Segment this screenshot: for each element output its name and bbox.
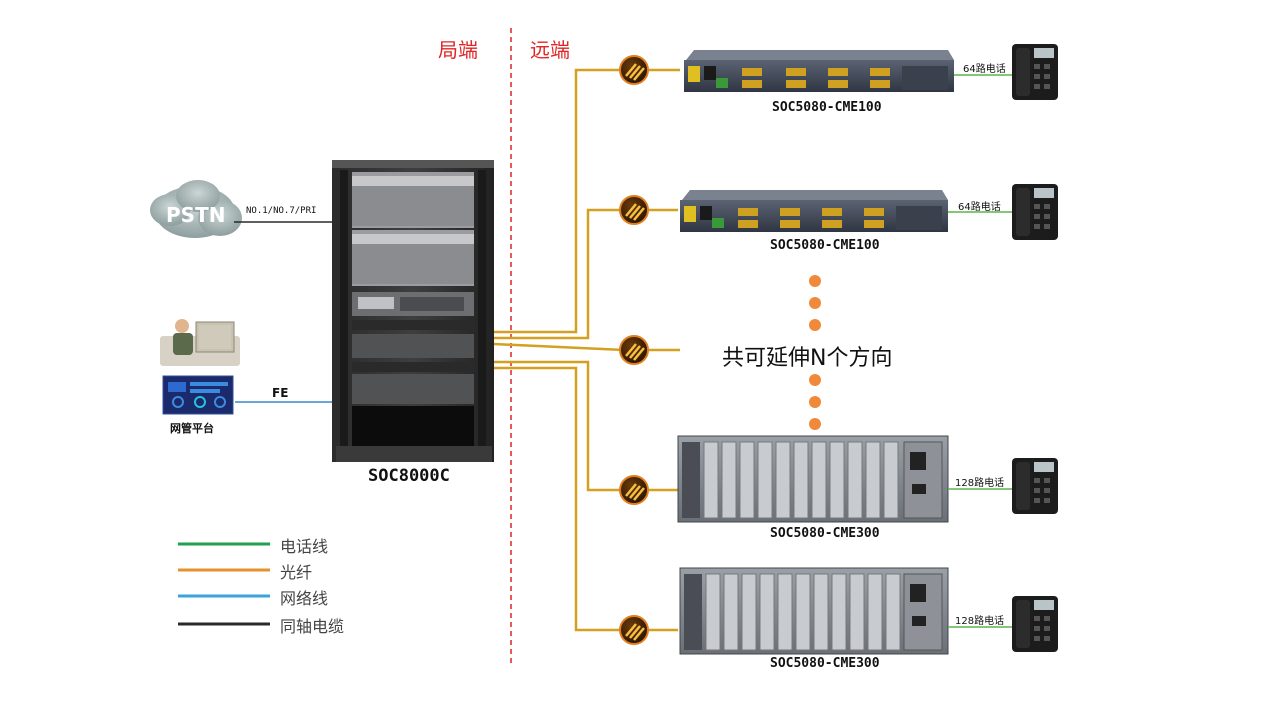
nms-label: 网管平台 bbox=[170, 422, 214, 435]
rack-label: SOC8000C bbox=[368, 466, 450, 486]
telephone-icon bbox=[1012, 596, 1058, 652]
legend-item-phone-line: 电话线 bbox=[280, 537, 329, 556]
device-model-label: SOC5080-CME300 bbox=[770, 526, 880, 541]
legend-item-network: 网络线 bbox=[280, 589, 329, 608]
fe-label: FE bbox=[272, 386, 289, 400]
cme300-chassis bbox=[679, 567, 949, 655]
device-model-label: SOC5080-CME100 bbox=[770, 238, 880, 253]
pstn-label: PSTN bbox=[166, 203, 226, 227]
fiber-node-icon bbox=[619, 55, 649, 85]
pstn-cloud bbox=[150, 180, 242, 238]
phone-lines bbox=[948, 74, 1012, 628]
legend-item-coax: 同轴电缆 bbox=[280, 617, 345, 636]
fiber-bundle bbox=[493, 68, 680, 632]
telephone-icon bbox=[1012, 44, 1058, 100]
phone-count-label: 128路电话 bbox=[955, 478, 1005, 489]
device-model-label: SOC5080-CME300 bbox=[770, 656, 880, 671]
cme100-device bbox=[680, 190, 948, 232]
soc8000c-rack bbox=[332, 160, 494, 462]
fiber-node-icon bbox=[619, 475, 649, 505]
remote-region-title: 远端 bbox=[530, 38, 570, 62]
pstn-link-label: NO.1/NO.7/PRI bbox=[246, 206, 317, 216]
continuation-dots bbox=[809, 275, 821, 430]
device-model-label: SOC5080-CME100 bbox=[772, 100, 882, 115]
cme100-device bbox=[684, 50, 954, 92]
nms-workstation-icon bbox=[160, 319, 240, 415]
extend-directions-text: 共可延伸N个方向 bbox=[722, 346, 893, 371]
fiber-node-icon bbox=[619, 335, 649, 365]
phone-count-label: 64路电话 bbox=[958, 202, 1001, 213]
legend-item-fiber: 光纤 bbox=[280, 563, 313, 582]
fiber-node-icon bbox=[619, 615, 649, 645]
phone-count-label: 64路电话 bbox=[963, 64, 1006, 75]
local-region-title: 局端 bbox=[438, 38, 478, 62]
cme300-chassis bbox=[677, 435, 949, 523]
telephone-icon bbox=[1012, 458, 1058, 514]
fiber-node-icon bbox=[619, 195, 649, 225]
telephone-icon bbox=[1012, 184, 1058, 240]
legend-swatches bbox=[178, 542, 270, 626]
phone-count-label: 128路电话 bbox=[955, 616, 1005, 627]
